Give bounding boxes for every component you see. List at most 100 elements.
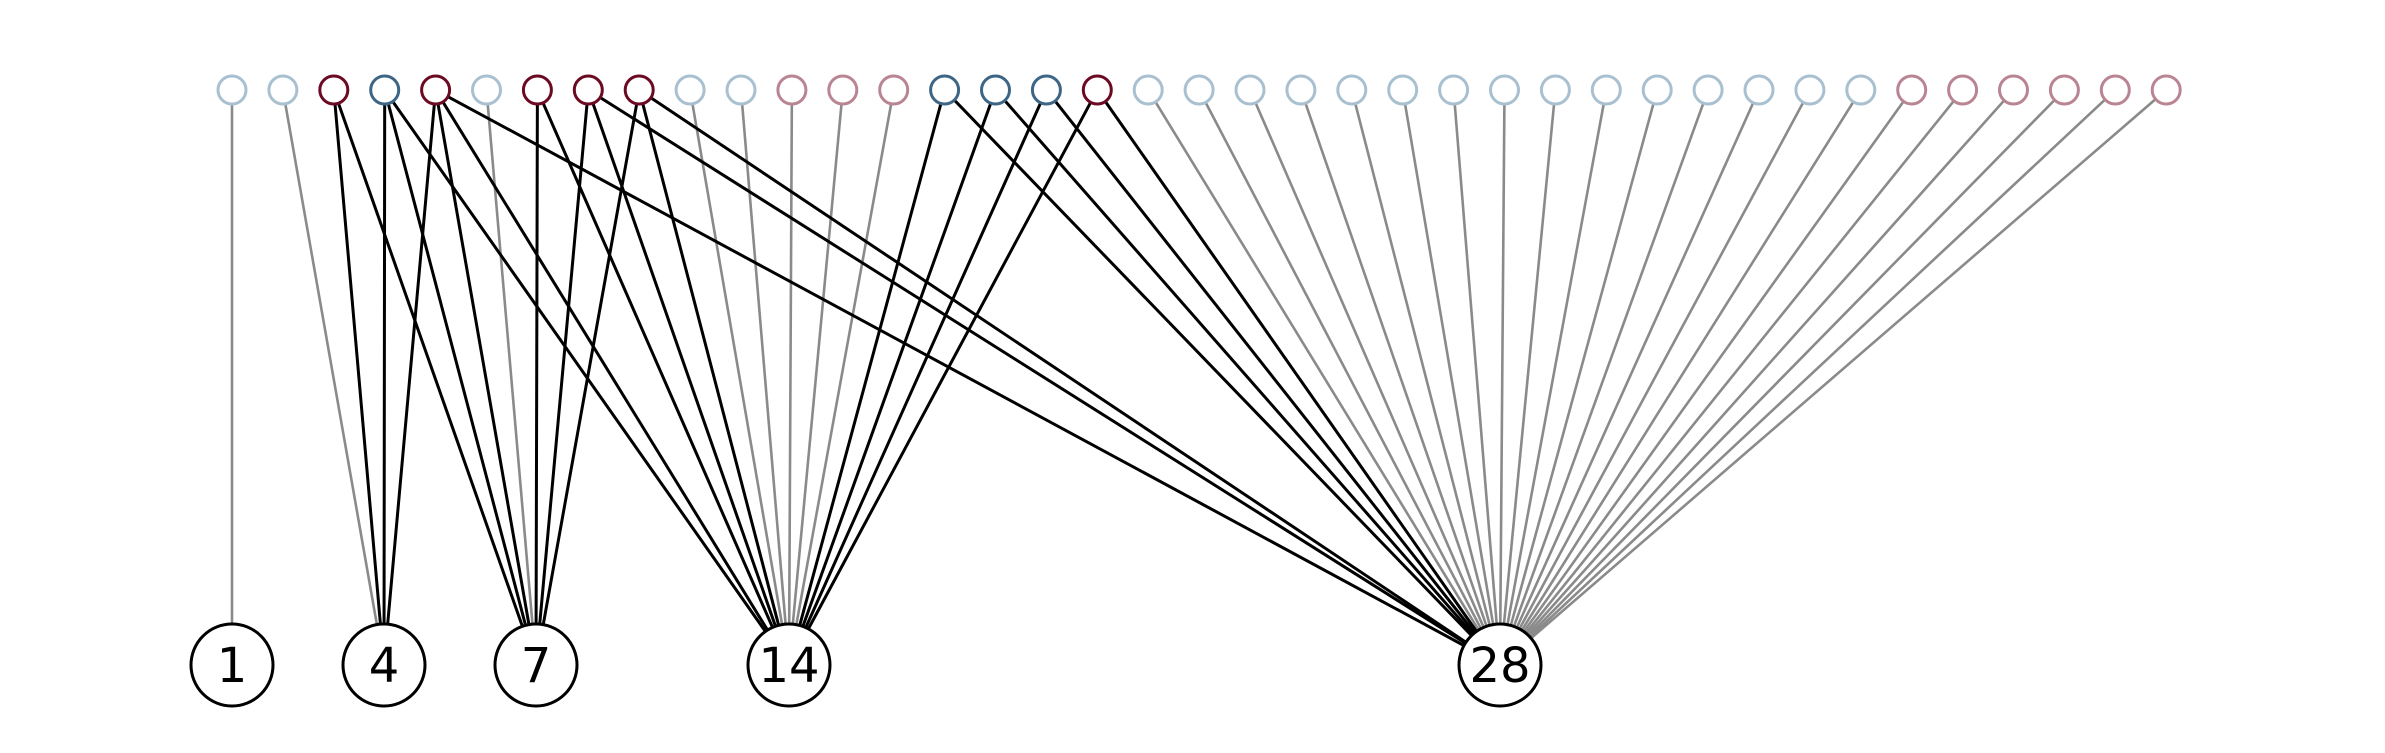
top-node-32 (1845, 74, 1877, 106)
top-node-11 (776, 74, 808, 106)
top-node-35 (1998, 74, 2029, 106)
bottom-node-label: 14 (758, 638, 819, 694)
edge-4-to-3 (441, 100, 770, 632)
top-node-34 (1947, 74, 1979, 106)
edge-37-to-4 (1528, 98, 2107, 639)
edge-24-to-4 (1453, 102, 1498, 626)
top-node-15 (980, 74, 1011, 106)
top-node-20 (1234, 74, 1266, 106)
edge-14-to-3 (798, 102, 943, 627)
edge-16-to-4 (1053, 99, 1477, 635)
edge-4-to-2 (436, 102, 531, 627)
edge-27-to-4 (1506, 102, 1606, 626)
top-node-5 (471, 74, 502, 106)
edge-15-to-4 (1003, 99, 1475, 636)
bottom-node-circle (746, 622, 832, 708)
top-node-0 (216, 74, 248, 106)
top-node-22 (1336, 74, 1368, 106)
top-node-26 (1539, 74, 1571, 106)
edge-38-to-4 (1529, 97, 2157, 640)
top-node-9 (674, 74, 706, 106)
top-node-38 (2150, 74, 2182, 106)
top-node-4 (420, 74, 452, 106)
top-node-18 (1132, 74, 1164, 106)
top-node-31 (1794, 74, 1826, 106)
bottom-node-circle (341, 622, 427, 708)
edge-6-to-2 (534, 102, 539, 626)
edge-14-to-4 (952, 98, 1474, 638)
edge-29-to-4 (1512, 101, 1705, 628)
edge-22-to-4 (1353, 102, 1492, 627)
top-node-36 (2048, 74, 2080, 106)
bottom-node-label: 7 (521, 638, 552, 694)
edge-13-to-3 (795, 102, 893, 626)
top-node-29 (1692, 74, 1724, 106)
bottom-node-label: 1 (217, 638, 248, 694)
bottom-node-28: 28 (1457, 622, 1543, 708)
bottom-node-1: 1 (189, 622, 275, 708)
edge-2-to-2 (336, 101, 524, 628)
edge-7-to-2 (538, 102, 589, 626)
top-node-3 (369, 74, 401, 106)
edge-23-to-4 (1403, 102, 1495, 626)
edge-3-to-3 (391, 99, 767, 633)
edge-34-to-4 (1524, 99, 1956, 635)
top-node-25 (1489, 74, 1520, 106)
edge-15-to-3 (801, 101, 993, 628)
top-node-14 (929, 74, 961, 106)
bottom-node-7: 7 (493, 622, 579, 708)
bottom-node-14: 14 (746, 622, 832, 708)
top-node-12 (827, 74, 859, 106)
edge-8-to-3 (641, 102, 781, 627)
edge-4-to-1 (386, 102, 436, 626)
top-node-6 (521, 74, 553, 106)
bottom-node-label: 4 (369, 638, 400, 694)
top-node-17 (1081, 74, 1113, 106)
top-node-24 (1438, 74, 1470, 106)
edge-3-to-2 (386, 102, 528, 627)
bottom-node-label: 28 (1469, 638, 1530, 694)
edge-35-to-4 (1526, 99, 2006, 636)
top-node-13 (878, 74, 910, 106)
bottom-node-circle (1457, 622, 1543, 708)
top-node-16 (1030, 74, 1062, 106)
top-nodes-layer (216, 74, 2182, 106)
top-node-37 (2099, 74, 2131, 106)
edge-36-to-4 (1527, 98, 2056, 638)
edge-17-to-4 (1103, 99, 1478, 633)
edge-8-to-2 (541, 102, 639, 627)
bottom-node-circle (493, 622, 579, 708)
edge-18-to-4 (1154, 100, 1480, 632)
top-node-10 (725, 74, 757, 106)
edge-19-to-4 (1204, 101, 1483, 630)
top-node-2 (318, 74, 350, 106)
bottom-node-circle (189, 622, 275, 708)
top-node-8 (623, 74, 655, 106)
edge-6-to-3 (541, 101, 775, 629)
top-node-19 (1183, 74, 1215, 106)
edge-25-to-4 (1499, 102, 1506, 626)
edge-11-to-3 (787, 102, 794, 626)
edges-layer (230, 95, 2157, 648)
edge-20-to-4 (1254, 101, 1485, 629)
edge-2-to-1 (333, 102, 382, 626)
edge-32-to-4 (1520, 100, 1855, 632)
edge-7-to-4 (598, 95, 1467, 645)
top-node-33 (1896, 74, 1928, 106)
edge-9-to-3 (691, 102, 784, 626)
edge-12-to-3 (791, 102, 843, 626)
bottom-node-4: 4 (341, 622, 427, 708)
top-node-27 (1590, 74, 1622, 106)
top-node-28 (1641, 74, 1673, 106)
edge-30-to-4 (1515, 101, 1755, 629)
edge-3-to-1 (382, 102, 387, 626)
edge-1-to-1 (284, 102, 379, 626)
top-node-21 (1285, 74, 1317, 106)
edge-4-to-4 (446, 95, 1466, 648)
edge-21-to-4 (1304, 101, 1488, 628)
edge-31-to-4 (1518, 101, 1805, 631)
edge-16-to-3 (804, 101, 1043, 630)
top-node-7 (572, 74, 604, 106)
